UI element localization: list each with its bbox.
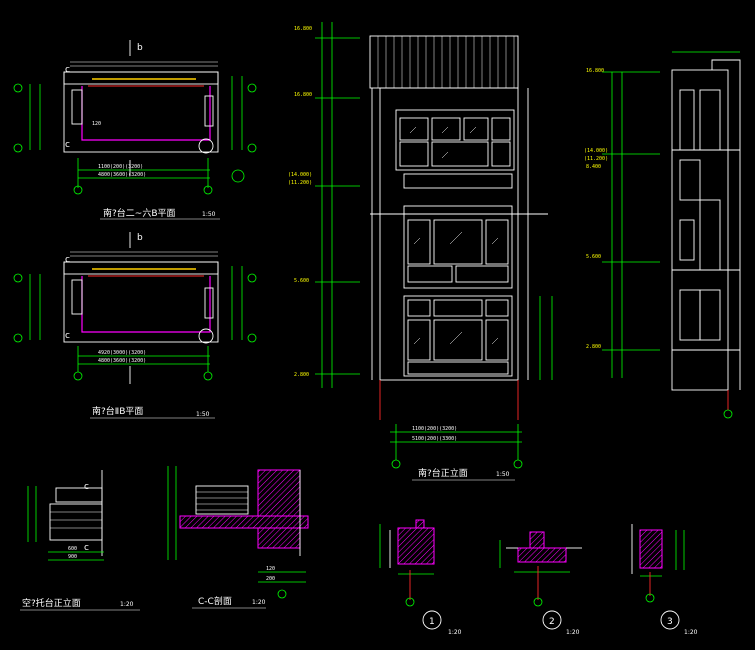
section-marker-c: c xyxy=(84,482,89,492)
section-marker-c: c xyxy=(65,331,70,341)
level-label: 5.600 xyxy=(294,278,309,284)
plan-title: 南?台二~六B平面 xyxy=(103,207,176,219)
detail-scale: 1:20 xyxy=(684,629,698,636)
dim-label: 120 xyxy=(92,121,101,127)
side-elevation: 16.800 (14.000) (11.200) 8.400 5.600 2.8… xyxy=(584,51,741,419)
balcony-plan-2-6: b 120 1100(200)(3200) 4800(3600)(3200) c… xyxy=(13,40,257,220)
section-marker-b-top: b xyxy=(137,43,143,53)
plan-scale: 1:50 xyxy=(196,411,210,418)
detail-scale: 1:20 xyxy=(448,629,462,636)
level-label: 5.600 xyxy=(586,254,601,260)
dim-label: 1100(200)(3200) xyxy=(98,164,143,170)
glass-marks xyxy=(409,126,499,345)
balcony-plan-1: b 4920(3000)(3200) 4800(3600)(3200) c c … xyxy=(13,232,257,419)
level-label: 16.800 xyxy=(294,26,312,32)
dim-label: 5100(200)(3300) xyxy=(412,436,457,442)
section-c-c: 120 200 C-C剖面 1:20 xyxy=(167,466,309,609)
dim-label: 120 xyxy=(266,566,275,572)
plan-title: 南?台ⅡB平面 xyxy=(92,405,143,417)
level-ticks xyxy=(315,37,360,375)
detail-2: 2 1:20 xyxy=(499,531,582,636)
elevation-title: 南?台正立面 xyxy=(418,467,468,479)
dim-label: 200 xyxy=(266,576,275,582)
dim-label: 4800(3600)(3200) xyxy=(98,358,146,364)
level-label: (11.200) xyxy=(288,180,312,186)
level-label: 8.400 xyxy=(586,164,601,170)
level-label: 16.800 xyxy=(294,92,312,98)
section-title: C-C剖面 xyxy=(198,595,232,607)
level-label: 2.800 xyxy=(294,372,309,378)
detail-scale: 1:20 xyxy=(566,629,580,636)
section-marker-c: c xyxy=(65,140,70,150)
ac-elevation-title: 空?托台正立面 xyxy=(22,597,81,609)
parapet-louvers xyxy=(377,36,515,88)
dim-label: 600 xyxy=(68,546,77,552)
dim-label: 4920(3000)(3200) xyxy=(98,350,146,356)
elevation-scale: 1:50 xyxy=(496,471,510,478)
level-label: (14.000) xyxy=(584,148,608,154)
detail-3: 3 1:20 xyxy=(631,524,698,636)
level-label: 16.800 xyxy=(586,68,604,74)
detail-number: 3 xyxy=(667,617,673,627)
level-label: 2.800 xyxy=(586,344,601,350)
ac-elevation-scale: 1:20 xyxy=(120,601,134,608)
front-elevation: 16.800 16.800 (14.000) (11.200) 5.600 2.… xyxy=(288,22,553,481)
level-label: (11.200) xyxy=(584,156,608,162)
section-marker-c: c xyxy=(84,543,89,553)
section-marker-b: b xyxy=(137,233,143,243)
detail-number: 1 xyxy=(429,617,435,627)
level-label: (14.000) xyxy=(288,172,312,178)
dim-label: 900 xyxy=(68,554,77,560)
section-marker-c: c xyxy=(65,65,70,75)
section-marker-c: c xyxy=(65,255,70,265)
detail-number: 2 xyxy=(549,617,555,627)
plan-scale: 1:50 xyxy=(202,211,216,218)
section-scale: 1:20 xyxy=(252,599,266,606)
dim-label: 4800(3600)(3200) xyxy=(98,172,146,178)
dim-label: 1100(200)(3200) xyxy=(412,426,457,432)
detail-1: 1 1:20 xyxy=(379,519,462,636)
ac-bracket-elevation: 600 900 c c 空?托台正立面 1:20 xyxy=(20,470,140,611)
